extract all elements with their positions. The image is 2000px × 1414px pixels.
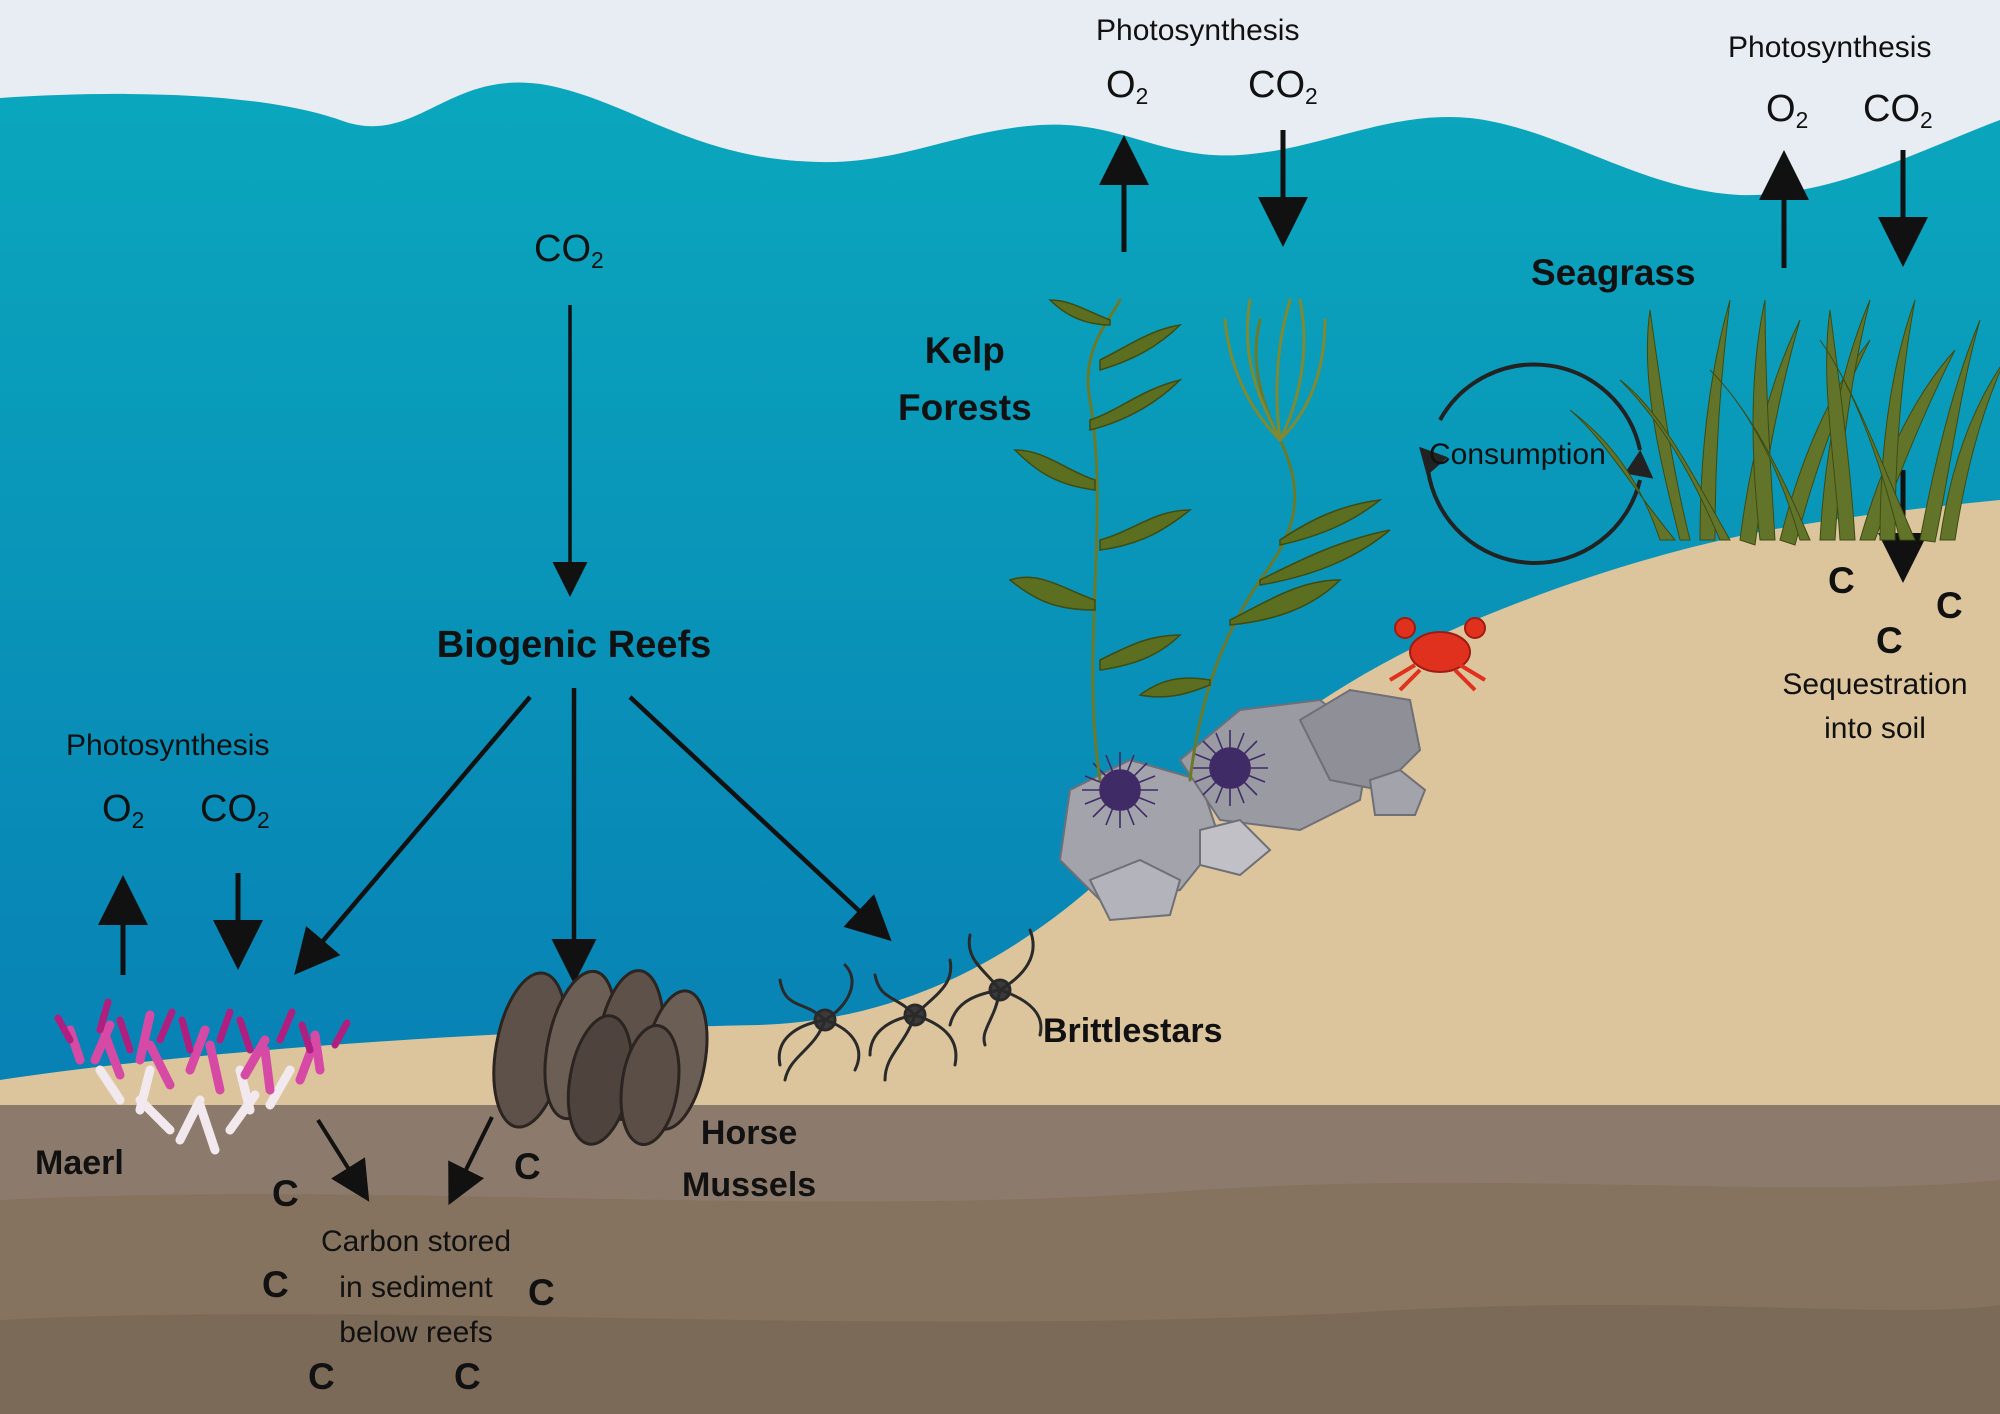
carbon-symbol: C [528, 1272, 555, 1313]
consumption-label: Consumption [1429, 438, 1606, 471]
carbon-symbol: C [308, 1356, 335, 1397]
horse-mussels-illustration [492, 969, 709, 1147]
sequestration-label: Sequestration into soil [1782, 668, 1968, 745]
maerl-o2-label: O2 [102, 788, 145, 833]
seagrass-o2-label: O2 [1766, 88, 1809, 133]
maerl-to-sediment-arrow [316, 1118, 370, 1202]
sand-seabed [0, 500, 2000, 1110]
carbon-symbol: C [514, 1146, 541, 1187]
reefs-to-maerl-arrow [294, 695, 532, 975]
carbon-symbol: C [454, 1356, 481, 1397]
maerl-co2-label: CO2 [200, 788, 270, 833]
seagrass-co2-label: CO2 [1863, 88, 1933, 133]
carbon-symbol: C [1876, 620, 1903, 661]
seagrass-photosynthesis-label: Photosynthesis [1728, 31, 1932, 64]
kelp-photosynthesis-label: Photosynthesis [1096, 14, 1300, 47]
sea-urchins-illustration [1082, 730, 1268, 828]
carbon-symbol: C [272, 1173, 299, 1214]
reefs-to-brittlestars-arrow [628, 695, 892, 942]
kelp-forests-label: Kelp Forests [898, 332, 1032, 426]
carbon-symbol: C [262, 1264, 289, 1305]
co2-label: CO2 [534, 228, 604, 273]
kelp-label-line1: Kelp [924, 330, 1005, 371]
maerl-photosynthesis-label: Photosynthesis [66, 729, 270, 762]
maerl-illustration [54, 998, 351, 1155]
brittlestars-illustration [777, 928, 1043, 1082]
kelp-o2-label: O2 [1106, 64, 1149, 109]
maerl-label: Maerl [35, 1144, 124, 1182]
carbon-symbol: C [1936, 585, 1963, 626]
kelp-illustration [1008, 298, 1391, 782]
consumption-cycle [1419, 362, 1654, 565]
seagrass-illustration [1569, 299, 2000, 546]
sediment-band [0, 1305, 2000, 1414]
horse-mussels-label: Horse Mussels [682, 1114, 817, 1204]
biogenic-reefs-label: Biogenic Reefs [437, 624, 712, 666]
carbon-symbol: C [1828, 560, 1855, 601]
kelp-co2-label: CO2 [1248, 64, 1318, 109]
brittlestars-label: Brittlestars [1043, 1012, 1223, 1050]
mussels-to-sediment-arrow [448, 1116, 494, 1206]
crab-illustration [1388, 617, 1487, 692]
carbon-stored-label: Carbon stored in sediment below reefs [320, 1225, 512, 1349]
seagrass-label: Seagrass [1531, 252, 1696, 293]
kelp-label-line2: Forests [898, 387, 1032, 428]
